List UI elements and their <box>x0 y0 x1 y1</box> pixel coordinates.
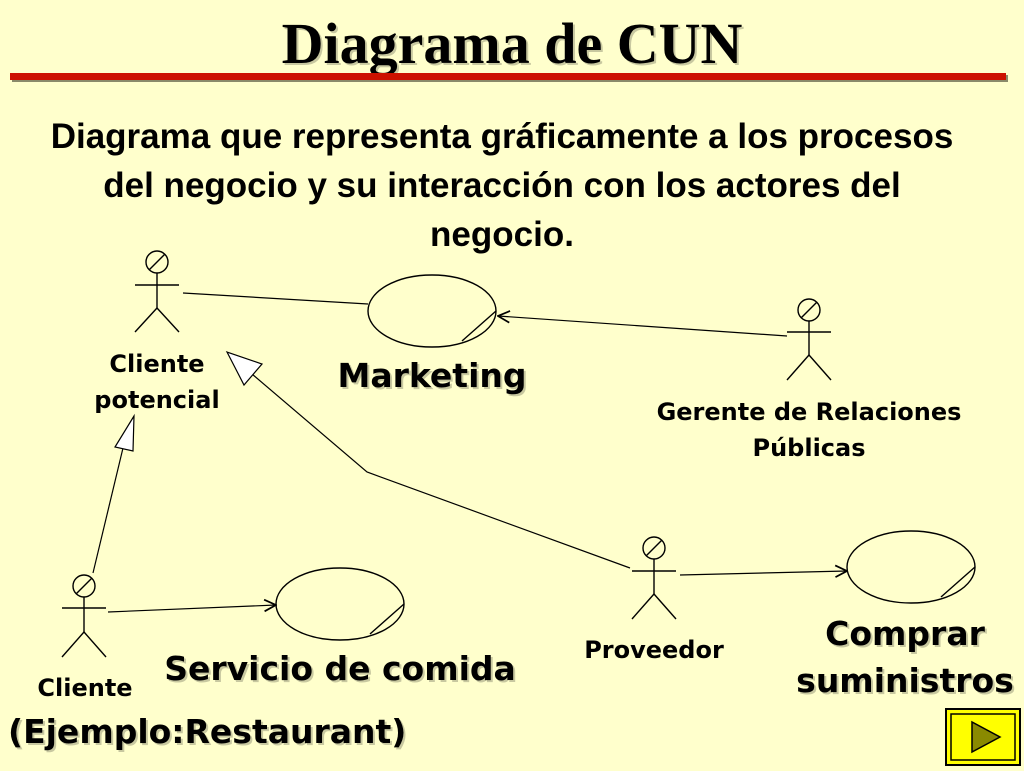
association-proveedor-comprar <box>679 571 847 575</box>
generalization-cliente-arrowhead <box>114 413 135 452</box>
use-case-comprar-suministros-label: Comprar suministros <box>796 614 1014 700</box>
slide-subtitle: Diagrama que representa gráficamente a l… <box>50 117 954 254</box>
actor-cliente-potencial-icon[interactable] <box>134 250 180 333</box>
actor-gerente-label: Gerente de Relaciones Públicas <box>656 398 962 462</box>
association-gerente-marketing <box>498 316 788 337</box>
title-underline <box>10 73 1006 80</box>
actor-gerente-icon[interactable] <box>786 298 832 381</box>
generalization-proveedor-arrowhead <box>225 350 264 387</box>
association-cliente-potencial-marketing <box>182 292 369 305</box>
use-case-servicio-comida-icon[interactable] <box>275 567 405 641</box>
actor-proveedor-icon[interactable] <box>631 536 677 620</box>
use-case-servicio-comida-label: Servicio de comida <box>164 649 516 688</box>
use-case-marketing-label: Marketing <box>337 356 527 395</box>
actor-cliente-potencial-label: Cliente potencial <box>94 350 220 414</box>
generalization-cliente-line <box>92 447 124 574</box>
generalization-proveedor-line <box>251 373 631 569</box>
page-title: Diagrama de CUN <box>281 11 743 76</box>
actor-cliente-label: Cliente <box>37 674 133 702</box>
actor-cliente-icon[interactable] <box>61 574 107 658</box>
play-triangle-icon <box>945 708 1021 766</box>
example-caption: (Ejemplo:Restaurant) <box>8 712 407 751</box>
use-case-comprar-suministros-icon[interactable] <box>846 530 976 604</box>
actor-proveedor-label: Proveedor <box>584 636 724 664</box>
next-slide-button[interactable] <box>945 708 1021 766</box>
use-case-marketing-icon[interactable] <box>367 274 497 348</box>
association-cliente-servicio <box>107 605 276 613</box>
